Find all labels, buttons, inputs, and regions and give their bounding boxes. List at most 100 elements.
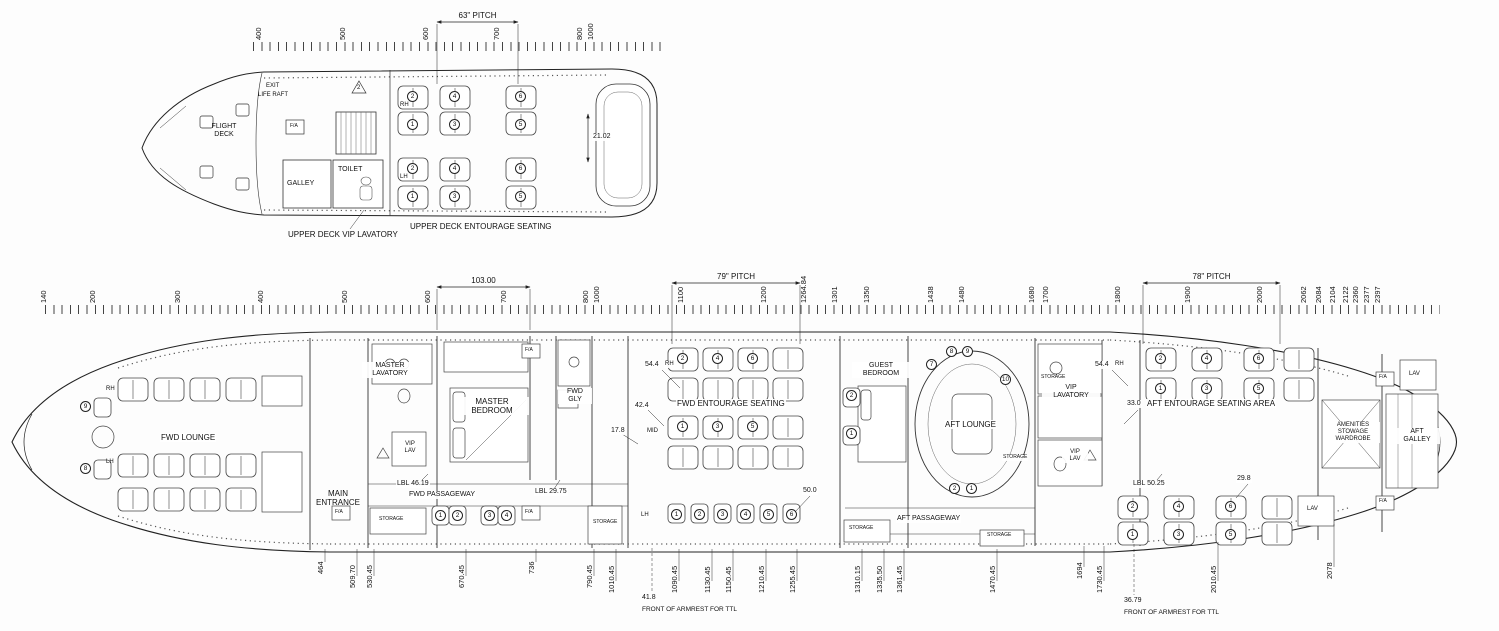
dim-54-4-aft: 54.4 [1094, 361, 1110, 370]
fwd-gly-label: FWD GLY [558, 388, 592, 405]
seat-number: 2 [407, 163, 418, 174]
station-label: 2397 [1373, 286, 1382, 303]
storage-label: STORAGE [986, 532, 1013, 539]
rh-label: RH [106, 386, 115, 392]
station-label: 140 [39, 290, 48, 303]
note-36-79: 36.79 [1124, 597, 1142, 604]
seat-number: 2 [407, 91, 418, 102]
station-label: 1900 [1183, 286, 1192, 303]
dim-21-02: 21.02 [592, 133, 612, 142]
storage-label: STORAGE [378, 516, 405, 523]
station-label: 2062 [1299, 286, 1308, 303]
seat-number: 2 [1155, 353, 1166, 364]
bottom-dim-label: 670.45 [457, 565, 466, 588]
bottom-dim-label: 1730.45 [1095, 565, 1104, 593]
station-label: 700 [499, 290, 508, 303]
seat-number: 2 [677, 353, 688, 364]
dim-29-8: 29.8 [1236, 475, 1252, 484]
seat-number: 4 [712, 353, 723, 364]
station-label: 1264.84 [799, 275, 808, 303]
storage-label: STORAGE [848, 525, 875, 532]
station-label: 500 [338, 27, 347, 40]
seat-number: 5 [747, 421, 758, 432]
lbl-46-19: LBL 46.19 [396, 480, 430, 489]
upper-deck-hull [141, 68, 658, 218]
storage-label: STORAGE [1040, 374, 1067, 381]
station-label: 600 [423, 290, 432, 303]
master-lavatory-label: MASTER LAVATORY [362, 362, 418, 379]
station-label: 1480 [957, 286, 966, 303]
station-label: 2377 [1362, 286, 1371, 303]
bottom-dim-label: 736 [527, 561, 536, 574]
lh-label: LH [400, 174, 408, 180]
station-label: 1100 [676, 286, 685, 303]
dim-33-0: 33.0 [1126, 400, 1142, 409]
seat-number: 6 [1225, 501, 1236, 512]
note-41-8: 41.8 [642, 594, 656, 601]
seat-number: 4 [1173, 501, 1184, 512]
station-label: 2084 [1314, 286, 1323, 303]
bottom-dim-label: 1130.45 [703, 566, 712, 593]
bottom-dim-label: 1010.45 [607, 565, 616, 593]
seat-number: 1 [407, 119, 418, 130]
galley-label: GALLEY [287, 180, 315, 187]
station-label: 2122 [1341, 286, 1350, 303]
station-label: 700 [492, 27, 501, 40]
seat-number: 3 [1173, 529, 1184, 540]
fwd-passageway-label: FWD PASSAGEWAY [408, 491, 476, 500]
lav-label: LAV [1306, 506, 1319, 513]
seat-number: 1 [677, 421, 688, 432]
rh-label: RH [664, 361, 675, 368]
seat-number: 2 [846, 390, 857, 401]
seat-number: 5 [515, 119, 526, 130]
bottom-dim-label: 1470.45 [988, 565, 997, 593]
fwd-entourage-label: FWD ENTOURAGE SEATING [676, 399, 786, 409]
seat-number: 4 [501, 510, 512, 521]
flight-deck-label: FLIGHT DECK [211, 123, 237, 139]
bottom-dim-label: 509.70 [348, 565, 357, 588]
vip-lav-label: VIP LAV [398, 441, 422, 455]
bottom-dim-label: 530.45 [365, 565, 374, 588]
amenities-label: AMENITIES STOWAGE WARDROBE [1326, 422, 1380, 443]
station-label: 1350 [862, 286, 871, 303]
station-label: 2104 [1328, 286, 1337, 303]
seat-number: 4 [449, 163, 460, 174]
bottom-dim-label: 1090.45 [670, 565, 679, 593]
seat-number: 4 [740, 509, 751, 520]
upper-seating-caption: UPPER DECK ENTOURAGE SEATING [410, 222, 552, 231]
station-label: 1800 [1113, 286, 1122, 303]
lav-label: LAV [1408, 371, 1421, 378]
guest-bedroom-label: GUEST BEDROOM [852, 362, 910, 379]
lbl-29-75: LBL 29.75 [534, 488, 568, 497]
dim-50-0: 50.0 [802, 487, 818, 496]
master-bedroom-label: MASTER BEDROOM [455, 397, 529, 416]
seat-number: 8 [80, 463, 91, 474]
placard-number: 2 [357, 85, 361, 91]
toilet-label: TOILET [338, 166, 363, 173]
aft-passageway-label: AFT PASSAGEWAY [896, 515, 962, 524]
seat-number: 6 [1253, 353, 1264, 364]
seat-number: 2 [949, 483, 960, 494]
fa-seat-label: F/A [1379, 498, 1387, 504]
seat-number: 5 [1253, 383, 1264, 394]
seat-number: 4 [1201, 353, 1212, 364]
seat-number: 2 [694, 509, 705, 520]
seat-number: 3 [717, 509, 728, 520]
seat-number: 9 [80, 401, 91, 412]
seat-number: 7 [926, 359, 937, 370]
station-label: 2000 [1255, 286, 1264, 303]
station-label: 300 [173, 290, 182, 303]
fa-seat-label: F/A [335, 509, 343, 515]
seat-number: 8 [946, 346, 957, 357]
lbl-50-25: LBL 50.25 [1132, 480, 1166, 489]
seat-number: 3 [449, 119, 460, 130]
life-raft-label: LIFE RAFT [258, 92, 289, 98]
seat-number: 3 [484, 510, 495, 521]
dim-17-8: 17.8 [610, 427, 626, 436]
station-label: 400 [254, 27, 263, 40]
bottom-dim-label: 1310.15 [853, 565, 862, 593]
main-dim-lines [415, 281, 1281, 513]
station-label: 600 [421, 27, 430, 40]
seat-number: 2 [1127, 501, 1138, 512]
